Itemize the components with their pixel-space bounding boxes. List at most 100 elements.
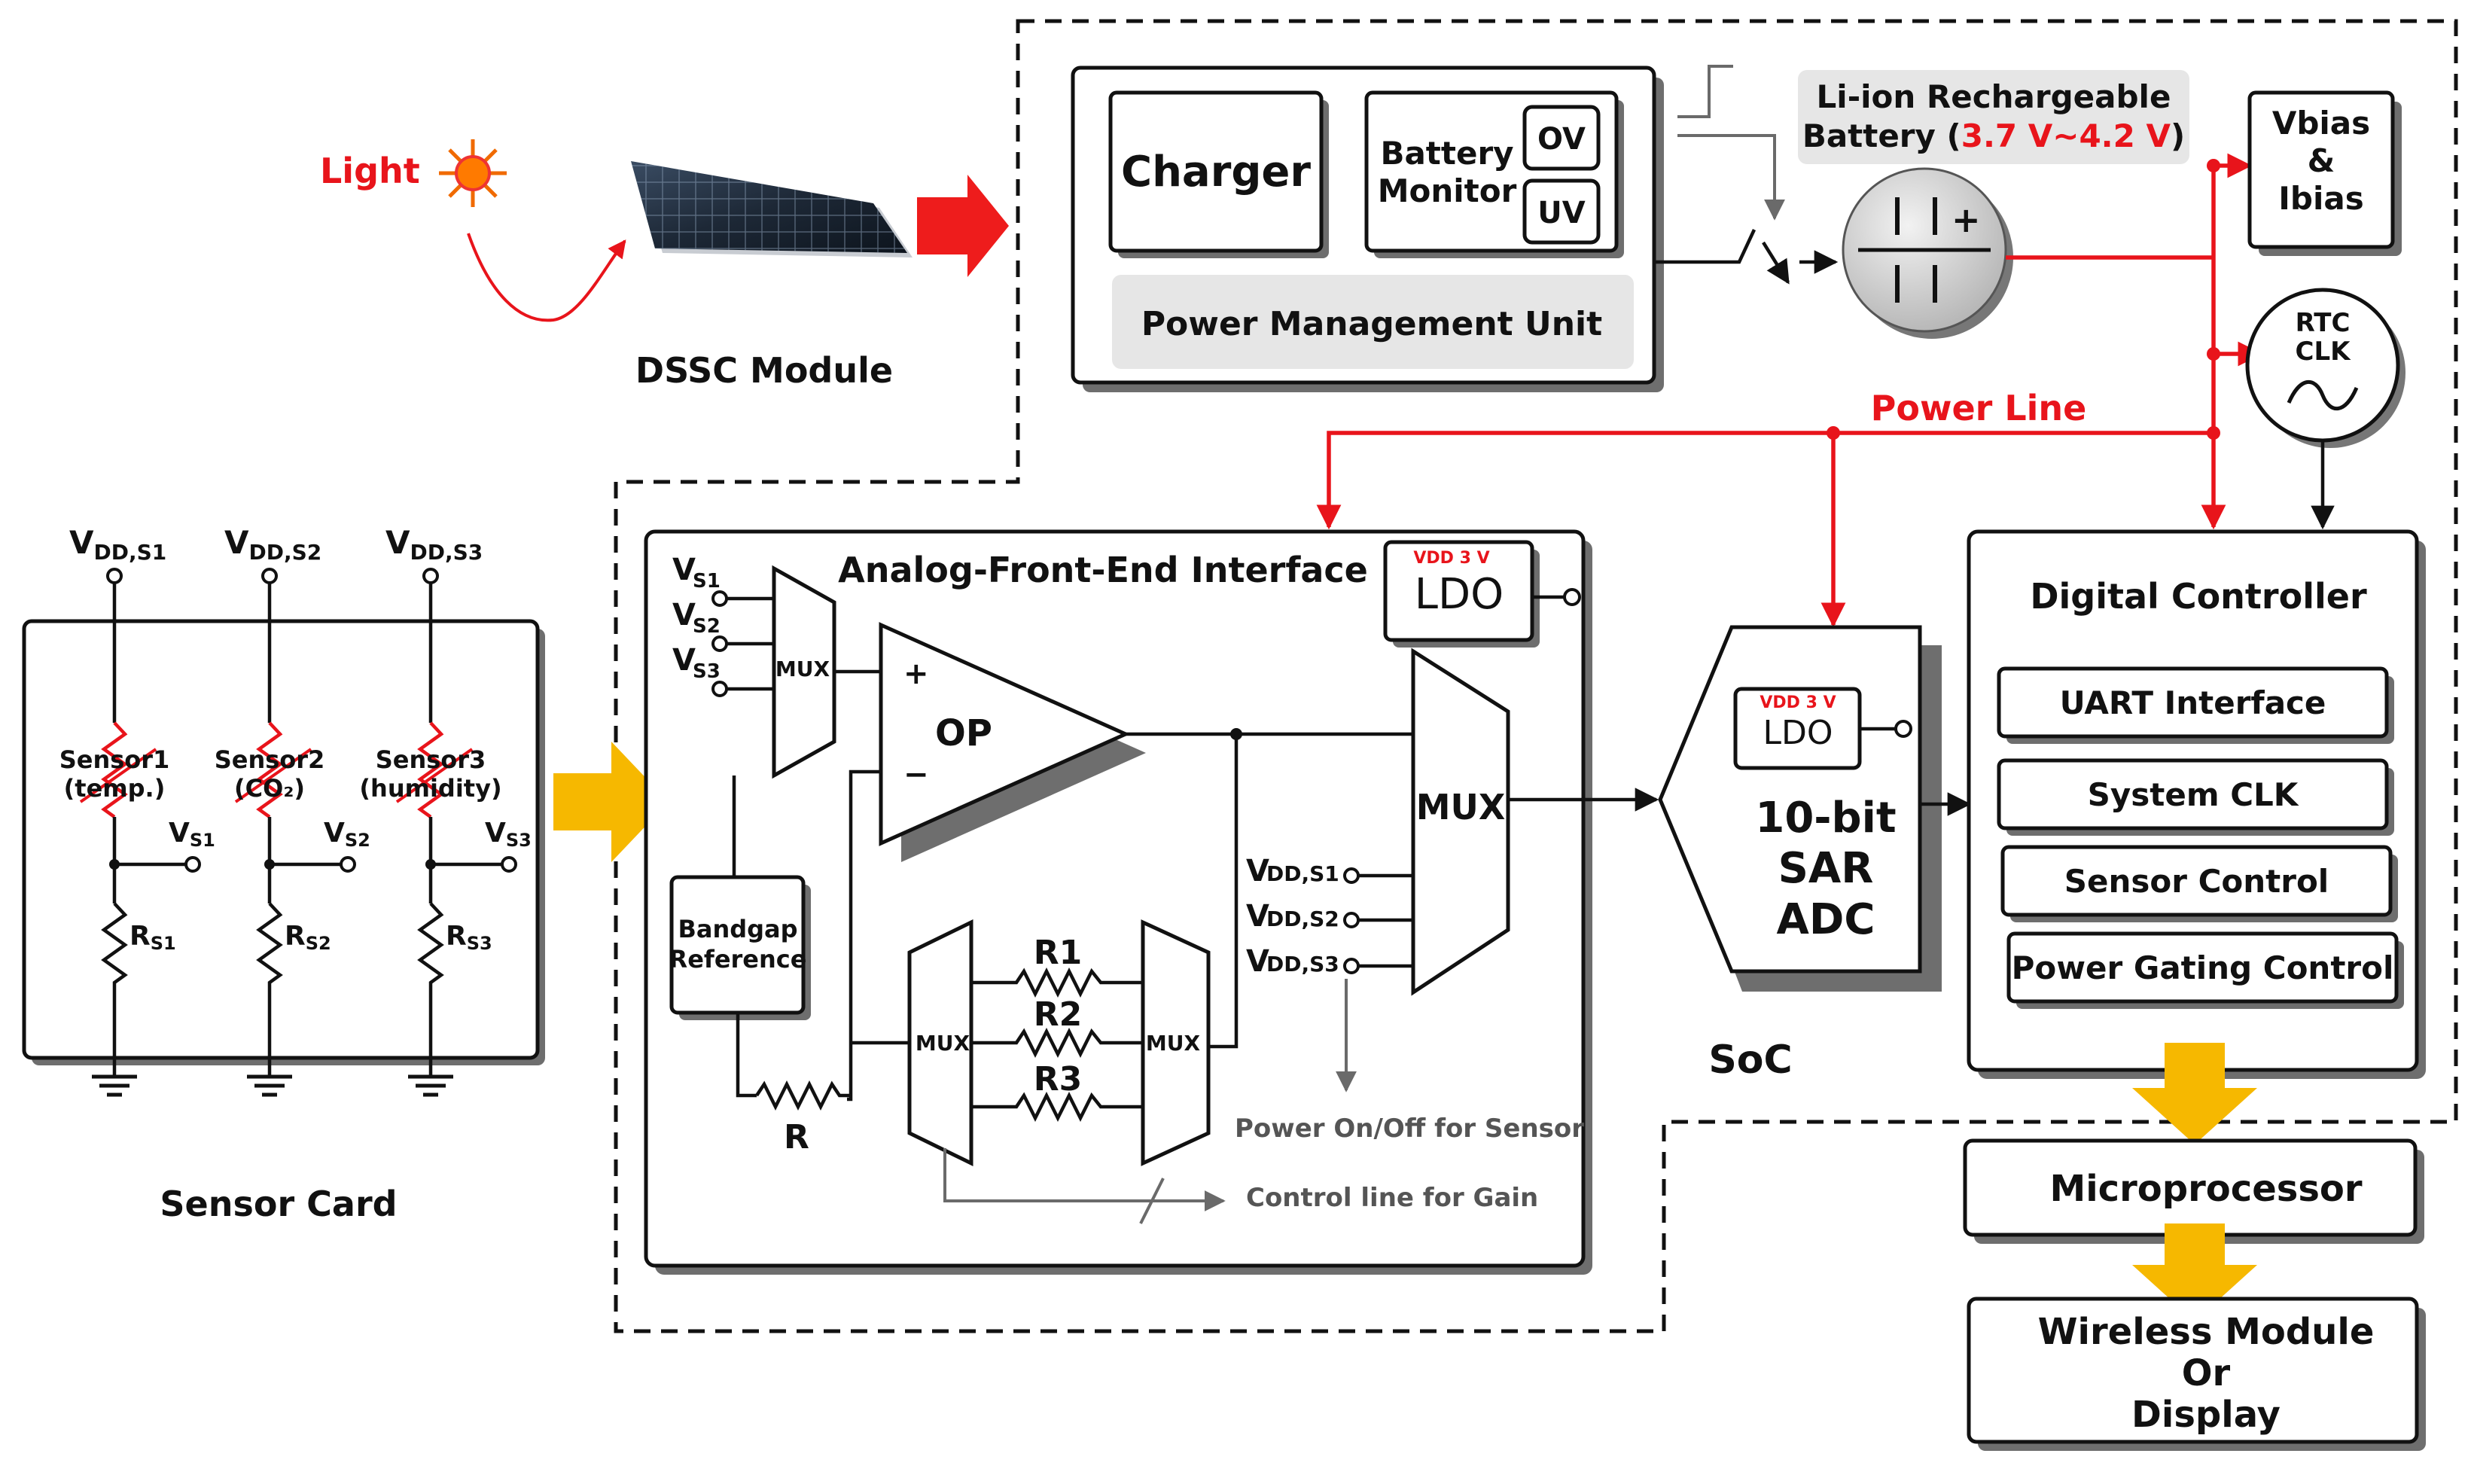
ov-label: OV [1537,122,1586,157]
afe-vdd-terminals: VDD,S1 VDD,S2 VDD,S3 [1246,854,1413,979]
vbias-ibias-box [2247,90,2395,249]
afe-ldo-terminal [1563,588,1581,606]
light-label: Light [320,151,420,191]
dc-item: System CLK [1997,758,2394,836]
svg-text:DD,S1: DD,S1 [1266,861,1339,886]
r1-label: R1 [1034,934,1083,972]
afe-ldo-box [1383,540,1534,642]
gain-mux-left-label: MUX [916,1031,970,1056]
svg-text:+: + [1952,200,1981,240]
afe-output-mux-label: MUX [1416,787,1506,827]
rs-label: RS1 [129,921,176,954]
wireless-label-3: Display [2131,1394,2281,1436]
rs-resistor [417,902,444,1077]
battery-monitor-label-2: Monitor [1378,172,1517,209]
wireless-label-1: Wireless Module [2038,1311,2375,1353]
rs-resistor [101,902,128,1077]
dc-item-label: System CLK [2088,776,2299,813]
svg-text:S3: S3 [693,660,721,683]
dc-item-label: UART Interface [2060,684,2326,721]
dc-item: Sensor Control [2000,845,2398,922]
afe-title: Analog-Front-End Interface [838,550,1368,590]
r2-label: R2 [1034,995,1083,1034]
op-minus: − [903,757,929,792]
gain-mux-left [907,919,973,1167]
svg-text:DD,S2: DD,S2 [1266,907,1339,931]
dssc-panel-icon [631,161,913,257]
sensor-resistor [417,721,444,818]
dc-item-label: Power Gating Control [2012,949,2394,986]
afe-input-mux-label: MUX [775,657,830,681]
sensor-name: Sensor1 [59,745,170,774]
adc-ldo-terminal [1894,720,1912,738]
svg-text:S2: S2 [693,615,721,638]
microprocessor-label: Microprocessor [2049,1168,2362,1210]
svg-text:V: V [1246,899,1269,934]
resistor-r [755,1080,851,1111]
power-onoff-label: Power On/Off for Sensor [1235,1114,1584,1144]
dc-item: UART Interface [1997,666,2394,744]
dc-item: Power Gating Control [2006,931,2404,1009]
afe-output-mux [1411,648,1510,996]
gain-control-label: Control line for Gain [1246,1183,1538,1213]
adc-label-2: SAR [1778,844,1874,893]
pmu-title: Power Management Unit [1141,305,1602,343]
ov-box [1522,105,1601,171]
wireless-display-box [1967,1297,2419,1444]
vbias-label: Vbias [2272,105,2370,142]
battery-monitor-label-1: Battery [1380,135,1513,172]
resistor-r-label: R [784,1118,809,1156]
battery-label-1: Li-ion Rechargeable [1817,78,2171,115]
r3-label: R3 [1034,1060,1083,1099]
adc-ldo-label: LDO [1763,714,1833,752]
svg-text:S1: S1 [693,570,721,593]
sensor-card-title: Sensor Card [160,1184,397,1224]
svg-text:V: V [672,553,696,587]
svg-text:V: V [1246,854,1269,888]
gain-mux-right [1141,919,1211,1166]
gain-resistors [971,967,1143,1123]
sun-icon [439,139,507,207]
afe-ldo-label: LDO [1415,570,1504,619]
wireless-label-2: Or [2182,1352,2231,1394]
sensor-to-afe-arrow [553,742,669,862]
micro-to-wireless-arrow [2132,1223,2257,1321]
sensor-type: (temp.) [64,774,166,803]
afe-ldo-vdd: VDD 3 V [1413,549,1489,568]
soc-boundary [614,19,2458,1333]
dc-item-label: Sensor Control [2064,863,2329,900]
svg-text:V: V [672,643,696,678]
charger-label: Charger [1121,148,1311,197]
op-plus: + [903,657,929,691]
op-amp [879,622,1131,846]
adc-label-1: 10-bit [1755,794,1896,843]
vs-label: VS1 [169,818,215,851]
vs-label: VS2 [324,818,370,851]
svg-text:V: V [672,598,696,632]
sensor-name: Sensor3 [376,745,486,774]
sensor-type: (CO₂) [234,774,305,803]
bandgap-label-2: Reference [669,945,807,974]
power-line-label: Power Line [1871,388,2087,428]
ibias-label: Ibias [2278,180,2363,217]
charger-box [1108,90,1324,253]
rs-resistor [256,902,283,1077]
vdd-label: VDD,S2 [224,524,321,565]
sensor-type: (humidity) [359,774,501,803]
vs-label: VS3 [485,818,532,851]
op-label: OP [935,712,992,754]
sensor-card-box [22,619,540,1060]
vdd-label: VDD,S3 [385,524,483,565]
soc-label: SoC [1708,1038,1792,1083]
afe-input-mux [772,565,836,779]
light-ray [467,233,626,322]
bandgap-label-1: Bandgap [678,915,797,943]
rtc-label: RTC [2296,308,2351,338]
adc-label-3: ADC [1777,895,1875,944]
clk-label: CLK [2296,337,2352,367]
sensor-resistor [101,721,128,818]
